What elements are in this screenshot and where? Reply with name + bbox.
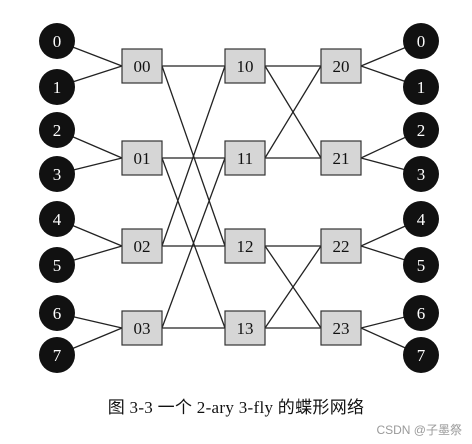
right-terminal-1: 1 (403, 69, 439, 105)
terminal-node (403, 247, 439, 283)
terminal-node (39, 23, 75, 59)
switch-23: 23 (320, 310, 362, 346)
right-terminal-3: 3 (403, 156, 439, 192)
switch-box (320, 228, 362, 264)
switch-label: 21 (333, 149, 350, 168)
left-terminal-0: 0 (39, 23, 75, 59)
edge-11-20 (264, 65, 322, 159)
terminal-label: 2 (53, 121, 62, 140)
terminal-node (39, 295, 75, 331)
switch-22: 22 (320, 228, 362, 264)
terminal-label: 0 (417, 32, 426, 51)
edge-03-11 (161, 157, 226, 329)
left-terminal-5: 5 (39, 247, 75, 283)
switch-12: 12 (224, 228, 266, 264)
switch-label: 13 (237, 319, 254, 338)
terminal-node (403, 201, 439, 237)
switch-box (224, 228, 266, 264)
right-terminal-2: 2 (403, 112, 439, 148)
left-terminal-7: 7 (39, 337, 75, 373)
terminal-node (403, 112, 439, 148)
terminal-node (403, 23, 439, 59)
switch-box (224, 48, 266, 84)
switch-13: 13 (224, 310, 266, 346)
switch-box (121, 310, 163, 346)
edges (56, 40, 422, 356)
terminal-label: 1 (417, 78, 426, 97)
terminal-node (403, 295, 439, 331)
switch-02: 02 (121, 228, 163, 264)
terminal-label: 7 (53, 346, 62, 365)
terminal-node (403, 337, 439, 373)
switch-11: 11 (224, 140, 266, 176)
edge-02-10 (161, 65, 226, 247)
terminal-label: 6 (417, 304, 426, 323)
terminal-node (39, 156, 75, 192)
switch-label: 23 (333, 319, 350, 338)
switch-box (121, 48, 163, 84)
switch-label: 11 (237, 149, 253, 168)
right-terminal-4: 4 (403, 201, 439, 237)
switch-box (320, 140, 362, 176)
right-terminal-6: 6 (403, 295, 439, 331)
terminal-label: 5 (417, 256, 426, 275)
terminal-label: 3 (417, 165, 426, 184)
terminal-node (39, 69, 75, 105)
switch-label: 22 (333, 237, 350, 256)
switch-label: 01 (134, 149, 151, 168)
switch-00: 00 (121, 48, 163, 84)
left-terminal-1: 1 (39, 69, 75, 105)
left-terminal-4: 4 (39, 201, 75, 237)
terminal-node (39, 337, 75, 373)
switch-label: 12 (237, 237, 254, 256)
switch-box (320, 48, 362, 84)
left-terminal-2: 2 (39, 112, 75, 148)
edge-13-22 (264, 245, 322, 329)
switch-box (224, 310, 266, 346)
switch-label: 10 (237, 57, 254, 76)
switch-10: 10 (224, 48, 266, 84)
switch-label: 20 (333, 57, 350, 76)
terminal-label: 1 (53, 78, 62, 97)
switch-label: 03 (134, 319, 151, 338)
right-terminal-0: 0 (403, 23, 439, 59)
right-terminal-7: 7 (403, 337, 439, 373)
switch-20: 20 (320, 48, 362, 84)
terminal-node (403, 156, 439, 192)
terminal-node (403, 69, 439, 105)
switch-01: 01 (121, 140, 163, 176)
switch-03: 03 (121, 310, 163, 346)
left-terminal-3: 3 (39, 156, 75, 192)
terminal-label: 5 (53, 256, 62, 275)
figure-caption: 图 3-3 一个 2-ary 3-fly 的蝶形网络 (107, 398, 365, 417)
terminal-node (39, 247, 75, 283)
terminal-label: 6 (53, 304, 62, 323)
switch-box (320, 310, 362, 346)
right-terminal-5: 5 (403, 247, 439, 283)
switch-21: 21 (320, 140, 362, 176)
terminal-label: 4 (53, 210, 62, 229)
terminal-label: 2 (417, 121, 426, 140)
switch-label: 02 (134, 237, 151, 256)
terminal-label: 0 (53, 32, 62, 51)
terminal-label: 4 (417, 210, 426, 229)
switch-box (224, 140, 266, 176)
terminal-node (39, 112, 75, 148)
watermark: CSDN @子墨祭 (376, 423, 462, 437)
switch-box (121, 140, 163, 176)
terminal-label: 3 (53, 165, 62, 184)
left-terminal-6: 6 (39, 295, 75, 331)
switch-label: 00 (134, 57, 151, 76)
terminal-node (39, 201, 75, 237)
switch-box (121, 228, 163, 264)
terminal-label: 7 (417, 346, 426, 365)
